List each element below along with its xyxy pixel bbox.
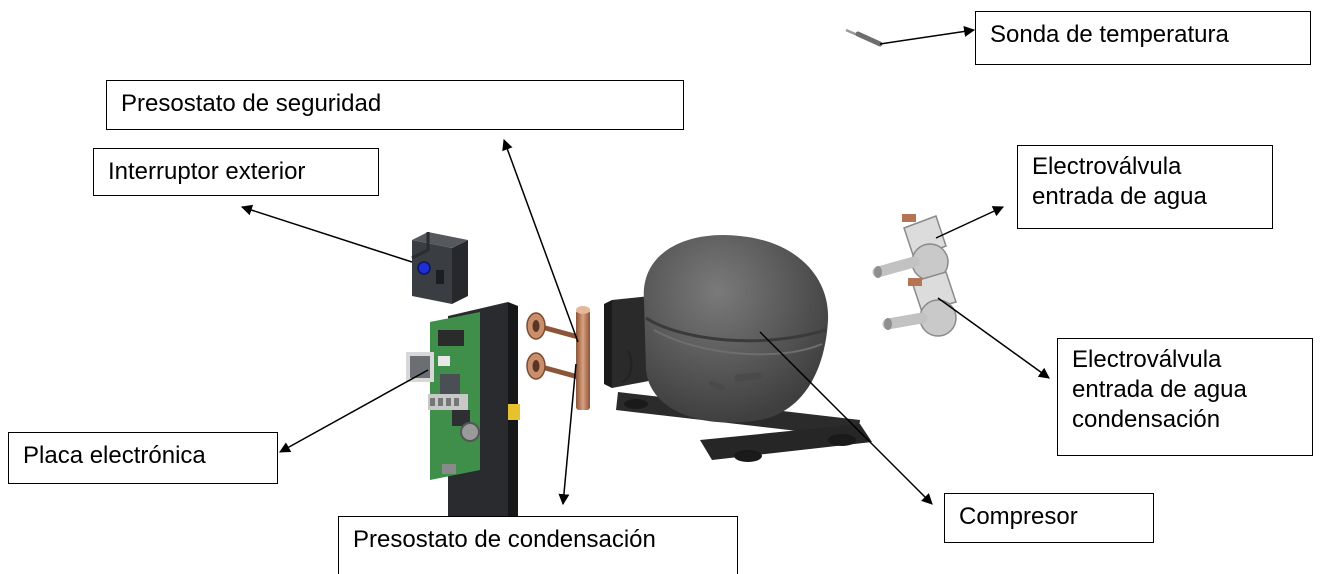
probe-icon xyxy=(845,28,883,47)
label-line: Electroválvula xyxy=(1072,346,1222,373)
label-line: Electroválvula xyxy=(1032,153,1182,180)
arrow-electrovalvula-2 xyxy=(937,297,1050,379)
label-compresor: Compresor xyxy=(944,493,1154,543)
callout-arrows xyxy=(240,26,1050,506)
label-electrovalvula-condensacion: Electroválvula entrada de agua condensac… xyxy=(1057,338,1313,456)
label-sonda-temperatura: Sonda de temperatura xyxy=(975,11,1311,65)
pcb-icon xyxy=(406,302,520,534)
compressor-icon xyxy=(604,234,872,462)
label-presostato-seguridad: Presostato de seguridad xyxy=(106,80,684,130)
label-electrovalvula-entrada-agua: Electroválvula entrada de agua xyxy=(1017,145,1273,229)
solenoid-valve-icon xyxy=(872,214,957,337)
arrow-interruptor xyxy=(240,204,413,263)
arrow-sonda xyxy=(879,26,976,45)
label-line: entrada de agua xyxy=(1072,376,1247,403)
label-line: condensación xyxy=(1072,406,1221,433)
label-interruptor-exterior: Interruptor exterior xyxy=(93,148,379,196)
arrow-presostato-condensacion xyxy=(558,363,577,506)
label-presostato-condensacion: Presostato de condensación xyxy=(338,516,738,574)
switch-icon xyxy=(411,232,468,304)
pressure-switch-icon xyxy=(526,306,590,410)
arrow-compresor xyxy=(759,331,933,505)
arrow-placa xyxy=(279,369,429,453)
arrow-presostato-seguridad xyxy=(502,138,579,343)
arrow-electrovalvula-1 xyxy=(935,206,1004,239)
label-line: entrada de agua xyxy=(1032,183,1207,210)
label-placa-electronica: Placa electrónica xyxy=(8,432,278,484)
